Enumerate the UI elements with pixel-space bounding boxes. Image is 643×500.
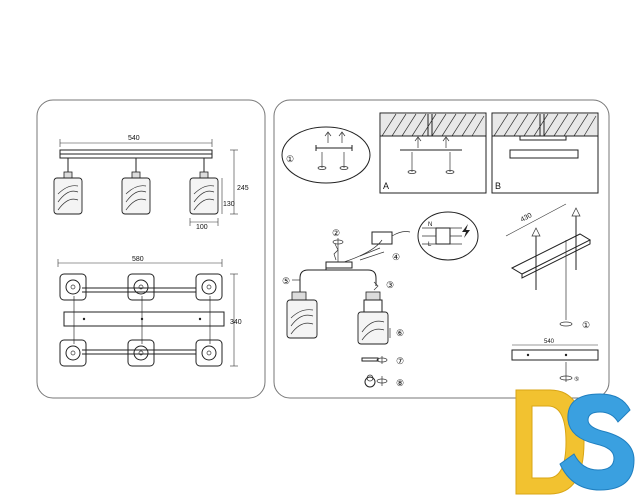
wiring-assembly: ② ④ N L ⑤ ③ ⑥ — [282, 211, 479, 388]
wire-l: L — [428, 242, 432, 248]
wire-n: N — [428, 222, 432, 228]
head-bottom-3 — [195, 339, 223, 367]
cap-step: ⑧ — [364, 374, 404, 388]
logo-s-letter — [559, 393, 635, 491]
assembly-shade-left — [286, 299, 318, 339]
ceiling-detail-a: A — [379, 112, 487, 194]
dim-bar-length: 540 — [544, 339, 555, 345]
bulb-step: ⑦ — [361, 356, 404, 366]
shade-3 — [189, 158, 219, 215]
dim-base-depth: 340 — [230, 319, 242, 326]
step-2-label: ② — [332, 228, 340, 238]
step-8-label: ⑧ — [396, 378, 404, 388]
head-top-3 — [195, 273, 223, 301]
mounting-bar-detail: 430 ① 540 ⑤ — [505, 203, 599, 383]
head-bottom-2 — [127, 339, 155, 367]
dim-shade-height: 130 — [223, 201, 235, 208]
shade-1 — [53, 158, 83, 215]
assembly-shade-right — [357, 299, 389, 345]
label-b: B — [495, 181, 501, 191]
dim-base-length: 580 — [132, 256, 144, 263]
shade-2 — [121, 158, 151, 215]
dim-shade-width: 100 — [196, 224, 208, 231]
dim-total-length: 540 — [128, 135, 140, 142]
head-bottom-1 — [59, 339, 87, 367]
step-3-label: ③ — [386, 280, 394, 290]
head-top-2 — [127, 273, 155, 301]
mount-plate — [63, 311, 225, 327]
fixture-front-view: 540 245 130 100 — [53, 135, 249, 231]
step-1-label: ① — [286, 154, 294, 164]
step-7-label: ⑦ — [396, 356, 404, 366]
step-6-label: ⑥ — [396, 328, 404, 338]
dim-mount-length: 430 — [520, 212, 534, 224]
step-1b-label: ① — [582, 320, 590, 330]
label-a: A — [383, 181, 389, 191]
installation-panel — [273, 99, 610, 399]
ds-logo — [515, 389, 635, 495]
head-top-1 — [59, 273, 87, 301]
step-4-label: ④ — [392, 252, 400, 262]
fixture-plan-view: 580 — [57, 256, 242, 367]
step-5b-label: ⑤ — [574, 376, 579, 383]
step-1-detail: ① — [281, 126, 371, 184]
ceiling-detail-b: B — [491, 112, 599, 194]
dim-height: 245 — [237, 185, 249, 192]
step-5-label: ⑤ — [282, 276, 290, 286]
